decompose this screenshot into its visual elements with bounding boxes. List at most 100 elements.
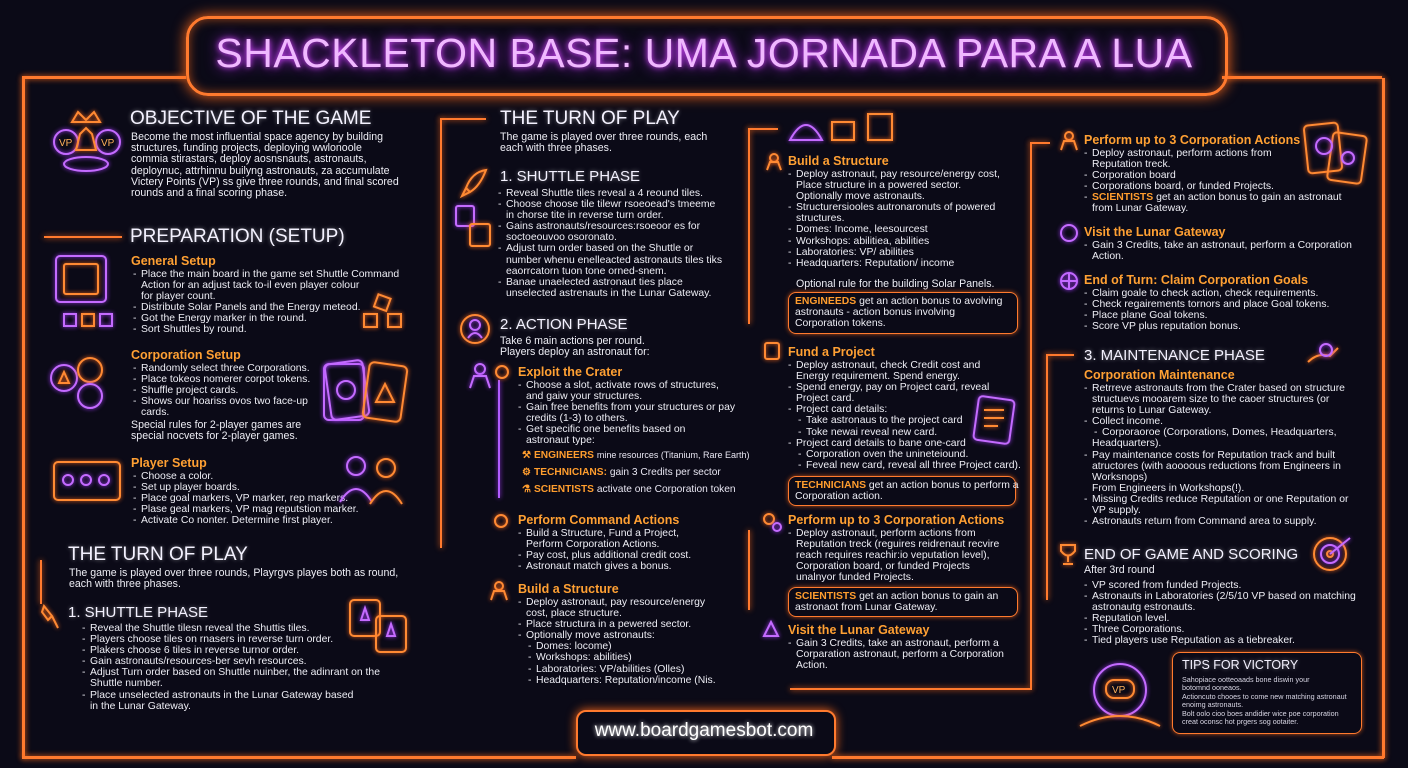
list-item: in chorse tite in reverse turn order. (506, 210, 664, 222)
role-name: TECHNICIANS: (533, 467, 607, 478)
list-item: Laboratories: VP/ abilities (786, 247, 1000, 258)
list-item: Structurersiooles autronaronuts of power… (786, 202, 1000, 213)
list-item: structures. (796, 213, 845, 225)
shuttle-phase-heading-mid: 1. SHUTTLE PHASE (500, 168, 641, 185)
action-phase-heading: 2. ACTION PHASE (500, 316, 628, 333)
list-item: Missing Credits reduce Reputation or one… (1082, 494, 1348, 505)
callout-line: get an action bonus to avolving (859, 296, 1003, 307)
list-item: Banae unaelected astronaut ties place (496, 277, 722, 288)
lunar-gateway-title: Visit the Lunar Gateway (788, 623, 930, 637)
command-actions-title: Perform Command Actions (518, 513, 680, 527)
list-item: astronaut type: (526, 435, 595, 447)
corporation-gears-icon (763, 513, 782, 532)
maint-connector-v (1046, 354, 1048, 600)
face-up-cards-icon (323, 359, 409, 423)
list-item: Project card. (796, 393, 855, 405)
technicians-icon: ⚙ (522, 467, 534, 478)
shuttle-phase-list-mid: Reveal Shuttle tiles reveal a 4 reound t… (496, 188, 722, 299)
list-item: Headquarters: Reputation/income (Nis. (516, 675, 716, 686)
list-item: Got the Energy marker in the round. (131, 313, 399, 324)
list-item: number whenu enelleacted astronauts tile… (506, 254, 723, 266)
objective-line: structures, funding projects, deploying … (131, 142, 362, 155)
shuttle-phase-list-left: Reveal the Shuttle tilesn reveal the Shu… (80, 623, 380, 712)
right-lunar-gateway-list: Gain 3 Credits, take an astronaut, perfo… (1082, 240, 1352, 262)
list-item: Gains astronauts/resources:rsoeoor es fo… (496, 221, 722, 232)
list-item: from Lunar Gateway. (1092, 203, 1189, 215)
list-item: reach requires reachir:io veputation lev… (796, 550, 990, 562)
col1-col2-connector-v (440, 118, 442, 548)
list-item: Shuffle project cards. (131, 385, 310, 396)
build-structure-title-mid: Build a Structure (518, 582, 619, 596)
right-lunar-gateway-title: Visit the Lunar Gateway (1084, 225, 1226, 239)
col2-col3-lower-v (748, 530, 750, 610)
end-of-game-list: VP scored from funded Projects. Astronau… (1082, 580, 1356, 647)
list-item: Place plane Goal tokens. (1082, 310, 1329, 321)
turn-of-play-heading-mid: THE TURN OF PLAY (500, 108, 680, 129)
list-item: Headquarters). (1092, 438, 1162, 450)
objective-line: deploynuc, attrhinnu builyng astronauts,… (131, 164, 390, 177)
svg-text:VP: VP (101, 138, 115, 149)
role-name: ENGINEERS (533, 450, 594, 461)
end-of-game-heading: END OF GAME AND SCORING (1084, 546, 1299, 563)
board-icon (55, 255, 113, 327)
objective-line: Victery Points (VP) ss give three rounds… (131, 175, 399, 188)
list-item: Corporaoroe (Corporations, Domes, Headqu… (1082, 427, 1348, 438)
page-title: SHACKLETON BASE: UMA JORNADA PARA A LUA (215, 30, 1193, 76)
list-item: structuevs mooarem size to the caoer str… (1092, 394, 1330, 406)
list-item: soctoeouvoo osoronato. (506, 232, 617, 244)
list-item: Reveal the Shuttle tilesn reveal the Shu… (80, 623, 380, 634)
list-item: Retrreve astronauts from the Crater base… (1082, 383, 1348, 394)
list-item: Players choose tiles on rnasers in rever… (80, 634, 380, 645)
list-item: Randomly select three Corporations. (131, 363, 310, 374)
tip-line: creat oconsc hot prgers sog ootaiter. (1182, 717, 1299, 727)
shuttle-phase-heading-left: 1. SHUTTLE PHASE (68, 604, 209, 621)
list-item: in the Lunar Gateway. (90, 700, 191, 712)
list-item: Activate Co nonter. Determine first play… (131, 515, 359, 526)
col3-col4-connector-v (1030, 142, 1032, 688)
list-item: Deploy astronaut, perform actions from (786, 528, 999, 539)
fund-project-icon (764, 342, 780, 360)
lunar-gateway-list: Gain 3 Credits, take an astronaut, perfo… (786, 638, 1004, 671)
keyword-text: get an action bonus to gain an astronaut (1156, 192, 1342, 204)
exploit-crater-title: Exploit the Crater (518, 365, 623, 379)
list-item: Choose choose tile tilewr rsoeoead's tme… (496, 199, 722, 210)
list-item: Place tokeos nomerer corpot tokens. (131, 374, 310, 385)
end-of-game-intro: After 3rd round (1084, 564, 1155, 576)
intro-line: Players deploy an astronaut for: (500, 346, 650, 359)
build-icon (766, 153, 782, 171)
list-item: Place goal markers, VP marker, rep marke… (131, 493, 359, 504)
list-item: Tied players use Reputation as a tiebrea… (1082, 635, 1356, 646)
project-card-icon (972, 395, 1016, 445)
astronaut-icon (469, 363, 491, 389)
list-item: Action for an adjust tack to-il even pla… (141, 280, 360, 292)
tips-heading: TIPS FOR VICTORY (1182, 658, 1299, 672)
player-setup-title: Player Setup (131, 456, 207, 470)
list-item: Domes: Income, leesourcest (786, 224, 1000, 235)
list-item: Headquarters: Reputation/ income (786, 258, 1000, 269)
footer-url-link[interactable]: www.boardgamesbot.com (594, 720, 814, 741)
list-item: Corporation board (1082, 170, 1342, 181)
tip-line: Sahopiace ootteoaads bone diswin your (1182, 675, 1310, 684)
corporation-maintenance-title: Corporation Maintenance (1084, 368, 1235, 382)
intro-line: The game is played over three rounds, ea… (500, 131, 708, 143)
list-item: Corporation board, or funded Projects (796, 561, 970, 573)
gateway-icon (762, 619, 780, 637)
action-phase-intro: Take 6 main actions per round. Players d… (500, 335, 650, 359)
list-item: Spend energy, pay on Project card, revea… (786, 382, 1021, 393)
list-item: Plase geal markers, VP mag reputstion ma… (131, 504, 359, 515)
intro-line: each with three phases. (500, 142, 612, 155)
list-item: Astronauts return from Command area to s… (1082, 516, 1348, 527)
player-board-icon (53, 461, 121, 501)
callout-keyword: TECHNICIANS (795, 480, 867, 491)
role-desc: mine resources (Titanium, Rare Earth) (596, 450, 750, 460)
list-item: Reputation level. (1082, 613, 1356, 624)
list-item: Reveal Shuttle tiles reveal a 4 reound t… (496, 188, 722, 199)
goal-globe-icon (1060, 272, 1078, 290)
list-item: Optionally move astronauts: (516, 630, 716, 641)
corporation-actions-title: Perform up to 3 Corporation Actions (788, 513, 1005, 527)
list-item: atructores (with aoooous reductions from… (1092, 460, 1341, 472)
title-frame (186, 16, 1228, 96)
list-item: Workshops: abilitiea, abilities (786, 236, 1000, 247)
top-left-connector (22, 76, 186, 79)
target-icon (1313, 537, 1351, 571)
